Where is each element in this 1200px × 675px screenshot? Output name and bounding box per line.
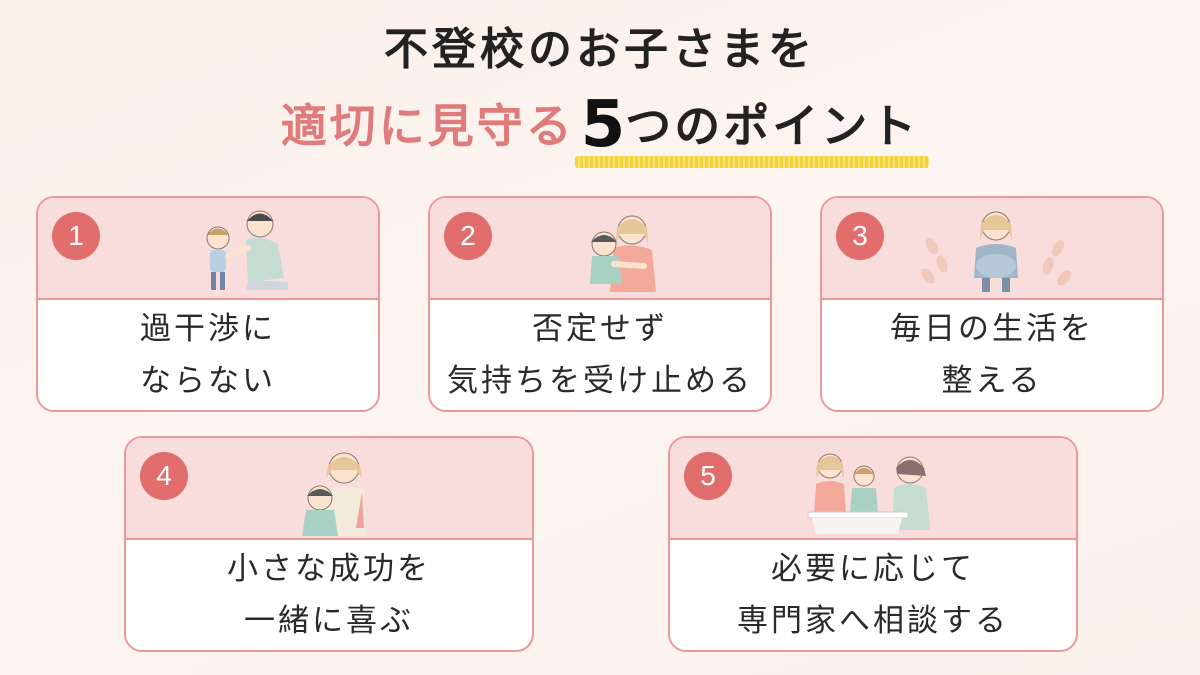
sitting-girl-illustration	[921, 211, 1071, 292]
point-card-5: 5 必要に応じて 専門家へ相談する	[668, 436, 1078, 652]
card-text: 小さな成功を 一緒に喜ぶ	[126, 546, 532, 644]
point-card-2: 2 否定せず 気持ちを受け止める	[428, 196, 772, 412]
parent-child-illustration	[206, 210, 288, 290]
card-text-line-2: 気持ちを受け止める	[447, 363, 753, 399]
title-tail-text: つのポイント	[625, 99, 920, 153]
title-underline: 5つのポイント	[574, 88, 929, 172]
page-title: 不登校のお子さまを 適切に見守る5つのポイント	[0, 18, 1200, 172]
card-text-line-1: 毎日の生活を	[890, 311, 1094, 347]
card-text-line-1: 必要に応じて	[771, 551, 975, 587]
card-text-line-2: ならない	[140, 363, 276, 399]
number-badge: 2	[444, 212, 492, 260]
card-text: 過干渉に ならない	[38, 306, 378, 404]
card-text-line-1: 過干渉に	[140, 311, 276, 347]
card-text-line-1: 小さな成功を	[227, 551, 431, 587]
title-line-2: 適切に見守る5つのポイント	[0, 90, 1200, 172]
number-badge: 4	[140, 452, 188, 500]
title-line-1: 不登校のお子さまを	[384, 24, 816, 75]
number-badge: 1	[52, 212, 100, 260]
point-card-3: 3 毎日の生活を 整える	[820, 196, 1164, 412]
praise-illustration	[302, 452, 366, 536]
hug-illustration	[590, 215, 656, 292]
number-badge: 5	[684, 452, 732, 500]
title-highlight-text: 適切に見守る	[280, 99, 575, 153]
point-card-4: 4 小さな成功を 一緒に喜ぶ	[124, 436, 534, 652]
card-text-line-2: 整える	[941, 363, 1043, 399]
card-text: 否定せず 気持ちを受け止める	[430, 306, 770, 404]
consultation-illustration	[807, 453, 930, 534]
number-badge: 3	[836, 212, 884, 260]
card-text: 毎日の生活を 整える	[822, 306, 1162, 404]
card-text-line-2: 専門家へ相談する	[737, 603, 1009, 639]
point-card-1: 1 過干渉に ならない	[36, 196, 380, 412]
card-text-line-2: 一緒に喜ぶ	[244, 603, 414, 639]
title-number: 5	[580, 88, 626, 162]
card-text: 必要に応じて 専門家へ相談する	[670, 546, 1076, 644]
card-text-line-1: 否定せず	[532, 311, 668, 347]
